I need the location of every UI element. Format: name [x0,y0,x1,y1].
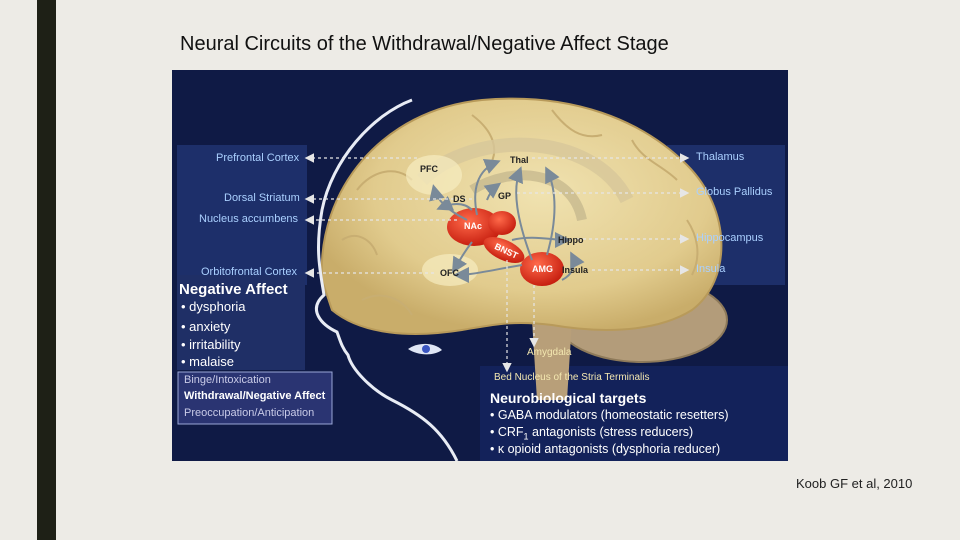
face-outline [315,98,459,461]
brain-circuit-figure: Prefrontal Cortex Dorsal Striatum Nucleu… [172,70,788,461]
brain-stem [532,320,572,400]
label-bed-nucleus: Bed Nucleus of the Stria Terminalis [494,372,650,383]
left-label-panel [177,145,307,285]
label-nucleus-accumbens: Nucleus accumbens [199,213,299,225]
stage-withdrawal: Withdrawal/Negative Affect [184,390,326,402]
amg-nucleus [520,252,564,286]
target-item: • GABA modulators (homeostatic resetters… [490,408,729,422]
label-amygdala: Amygdala [527,347,572,358]
brain-label-amg: AMG [532,264,553,274]
negative-affect-item: • dysphoria [181,299,246,314]
label-hippocampus: Hippocampus [696,232,764,244]
target-crf-rest: antagonists (stress reducers) [528,425,694,439]
label-thalamus: Thalamus [696,151,745,163]
brain-label-insula: Insula [562,265,589,275]
target-crf-subscript: 1 [523,431,529,442]
brain-label-ofc: OFC [440,268,459,278]
slide-sidebar-bar [37,0,56,540]
gp-nucleus [488,211,516,235]
brain-label-nac: NAc [464,221,483,231]
brain-label-hippo: Hippo [558,235,584,245]
target-crf-text: • CRF [490,425,524,439]
negative-affect-item: • malaise [181,354,234,369]
label-insula: Insula [696,263,726,275]
brain-illustration [177,97,788,461]
stage-preoccupation: Preoccupation/Anticipation [184,407,315,419]
eye-iris [422,345,430,353]
circuit-pathways [429,159,585,283]
slide-title: Neural Circuits of the Withdrawal/Negati… [180,33,669,55]
brain-label-gp: GP [498,191,512,201]
label-globus-pallidus: Globus Pallidus [696,186,773,198]
label-dorsal-striatum: Dorsal Striatum [224,192,300,204]
brain-label-ds: DS [453,194,466,204]
target-item-crf: • CRF1 antagonists (stress reducers) [490,425,693,442]
negative-affect-heading: Negative Affect [179,281,288,298]
citation: Koob GF et al, 2010 [796,476,913,491]
brain-hemisphere [320,97,723,335]
target-item: • κ opioid antagonists (dysphoria reduce… [490,442,721,456]
brain-label-thal: Thal [510,155,529,165]
targets-heading: Neurobiological targets [490,390,647,406]
stage-box [177,371,333,425]
targets-panel [480,366,788,461]
label-prefrontal-cortex: Prefrontal Cortex [216,152,300,164]
negative-affect-panel [177,275,305,370]
bnst-nucleus [483,237,525,263]
label-orbitofrontal-cortex: Orbitofrontal Cortex [201,266,297,278]
negative-affect-item: • anxiety [181,319,231,334]
negative-affect-item: • irritability [181,337,241,352]
brain-label-pfc: PFC [420,164,438,174]
stage-binge: Binge/Intoxication [184,374,271,386]
label-pointers [304,153,690,373]
pfc-region [406,155,462,195]
